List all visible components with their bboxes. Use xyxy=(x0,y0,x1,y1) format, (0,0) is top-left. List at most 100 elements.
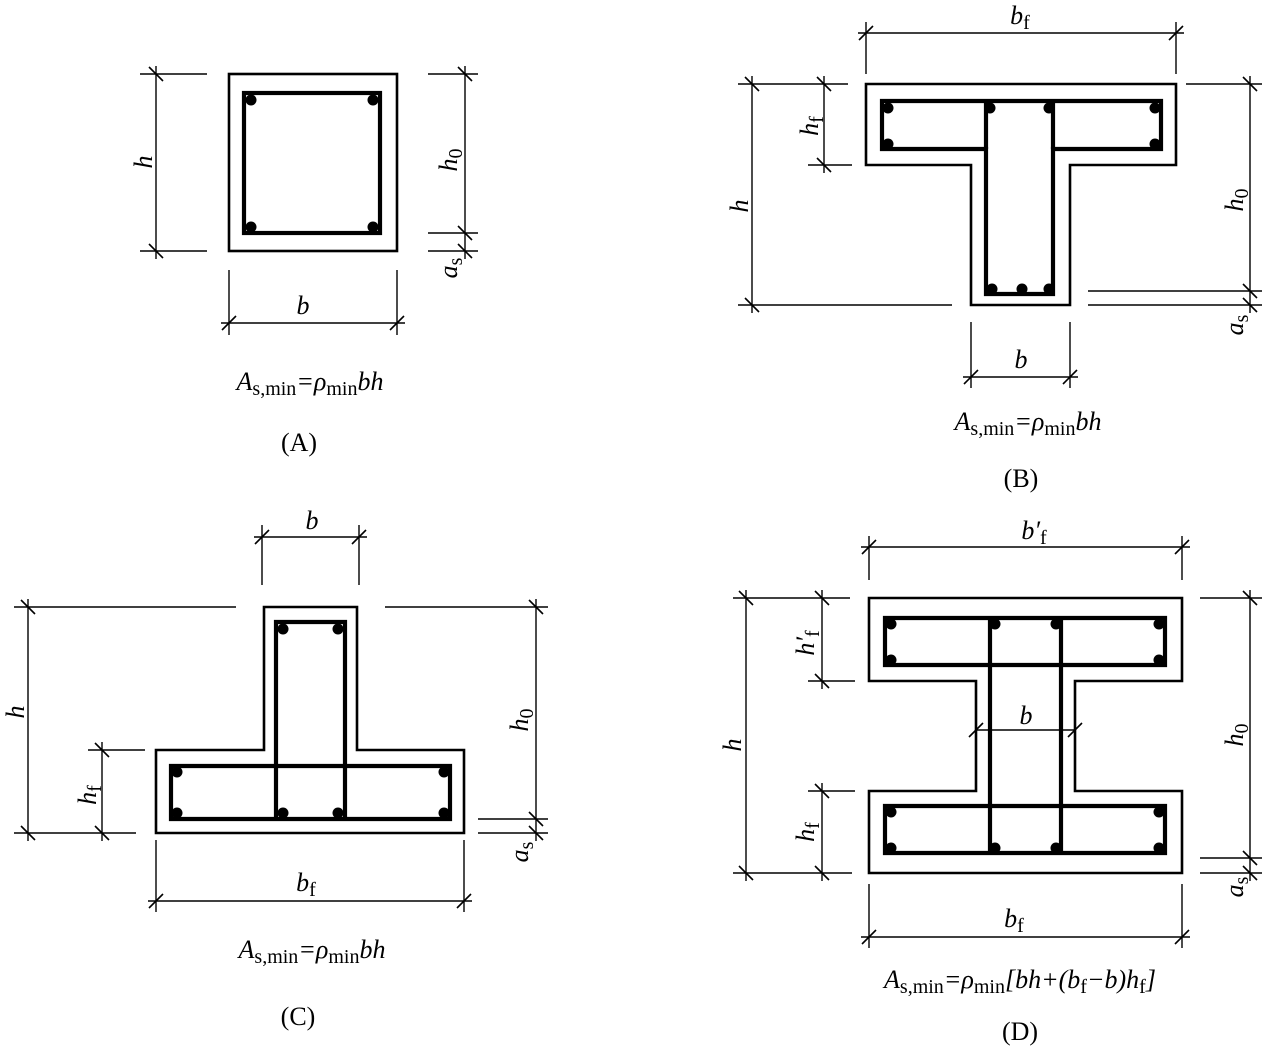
dim-label-h0: h0 xyxy=(434,149,467,172)
formula-c: As,min=ρminbh xyxy=(237,935,386,968)
rebar xyxy=(885,806,897,818)
rebar xyxy=(885,842,897,854)
dim-label-h0: h0 xyxy=(505,709,538,732)
formula-text: A xyxy=(953,407,971,436)
rebar xyxy=(1043,283,1055,295)
formula-text: =ρ xyxy=(298,935,328,964)
rebar xyxy=(989,618,1001,630)
caption-c: (C) xyxy=(281,1002,316,1031)
dim-label-b: b xyxy=(1015,345,1028,374)
formula-subscript: min xyxy=(328,946,359,968)
rebar xyxy=(277,807,289,819)
rebar xyxy=(367,221,379,233)
section-b-cage xyxy=(879,98,1164,297)
section-d-cage-top xyxy=(882,615,1168,668)
rebar xyxy=(171,807,183,819)
rebar xyxy=(277,623,289,635)
dim-label-b: b xyxy=(1020,701,1033,730)
rebar xyxy=(1153,618,1165,630)
formula-subscript: min xyxy=(974,976,1005,998)
dim-label-b: b xyxy=(297,291,310,320)
formula-text: bh xyxy=(357,367,383,396)
dim-label-b: b xyxy=(306,506,319,535)
dim-label-h: h xyxy=(1,706,30,719)
formula-text: =ρ xyxy=(944,965,974,994)
formula-text: A xyxy=(235,367,253,396)
rebar xyxy=(885,618,897,630)
dim-label-bf: bf xyxy=(1004,904,1024,937)
formula-subscript: f xyxy=(1139,976,1146,998)
section-c: b h hf h0 as bf As,min=ρminbh (C) xyxy=(1,506,548,1031)
rebar xyxy=(984,102,996,114)
dim-label-h: h xyxy=(129,156,158,169)
rebar xyxy=(1153,654,1165,666)
section-b: bf h hf h0 as b As,min=ρminbh (B) xyxy=(725,1,1262,493)
dim-label-hf: hf xyxy=(73,785,106,805)
rebar xyxy=(1050,618,1062,630)
rebar xyxy=(882,102,894,114)
rebar xyxy=(245,221,257,233)
rebar xyxy=(1149,102,1161,114)
section-d-cage-bottom xyxy=(882,803,1168,856)
rebar xyxy=(1153,842,1165,854)
rebar xyxy=(1153,806,1165,818)
formula-subscript: min xyxy=(1044,418,1075,440)
rebar xyxy=(332,623,344,635)
formula-subscript: s,min xyxy=(252,378,296,400)
rebar xyxy=(367,94,379,106)
section-c-outline xyxy=(154,605,466,835)
dim-label-h0: h0 xyxy=(1220,189,1253,212)
formula-text: bh xyxy=(1075,407,1101,436)
dim-label-as: as xyxy=(1220,314,1253,335)
formula-text: =ρ xyxy=(296,367,326,396)
dim-label-hf-prime: h′f xyxy=(791,630,824,656)
rebar xyxy=(1043,102,1055,114)
dim-label-h: h xyxy=(718,739,747,752)
rebar xyxy=(1050,842,1062,854)
rebar xyxy=(171,766,183,778)
dim-label-hf: hf xyxy=(795,116,828,136)
formula-text: A xyxy=(237,935,255,964)
dim-label-hf: hf xyxy=(791,822,824,842)
caption-a: (A) xyxy=(281,428,317,457)
formula-text: =ρ xyxy=(1014,407,1044,436)
formula-text: ] xyxy=(1145,965,1156,994)
formula-b: As,min=ρminbh xyxy=(953,407,1102,440)
rebar xyxy=(885,654,897,666)
formula-text: −b)h xyxy=(1087,965,1139,994)
dim-label-h: h xyxy=(725,200,754,213)
rebar xyxy=(1149,138,1161,150)
dim-label-as: as xyxy=(434,257,467,278)
caption-d: (D) xyxy=(1002,1017,1038,1046)
rebar xyxy=(438,807,450,819)
formula-text: [bh+(b xyxy=(1005,965,1080,994)
dim-label-h0: h0 xyxy=(1220,724,1253,747)
section-c-cage xyxy=(168,619,453,822)
formula-subscript: f xyxy=(1080,976,1087,998)
section-a-cage xyxy=(241,90,383,236)
formula-subscript: s,min xyxy=(970,418,1014,440)
section-a-outline xyxy=(227,72,399,253)
section-d: b′f h h′f hf b h0 as xyxy=(718,516,1262,1046)
rebar xyxy=(1016,283,1028,295)
rebar xyxy=(332,807,344,819)
formula-text: bh xyxy=(359,935,385,964)
dim-label-as: as xyxy=(505,841,538,862)
section-d-outline xyxy=(867,596,1184,875)
rebar xyxy=(989,842,1001,854)
dim-label-as: as xyxy=(1220,876,1253,897)
section-b-outline xyxy=(864,82,1178,307)
rebar xyxy=(438,766,450,778)
formula-subscript: s,min xyxy=(254,946,298,968)
dim-label-bf: bf xyxy=(296,868,316,901)
formula-text: A xyxy=(882,965,900,994)
formula-a: As,min=ρminbh xyxy=(235,367,384,400)
caption-b: (B) xyxy=(1004,464,1039,493)
formula-subscript: min xyxy=(326,378,357,400)
rebar xyxy=(986,283,998,295)
dim-label-bf: bf xyxy=(1010,1,1030,34)
rebar xyxy=(882,138,894,150)
dim-label-bf-prime: b′f xyxy=(1021,516,1047,549)
section-a: h h0 as b As,min=ρminbh (A) xyxy=(129,66,478,457)
